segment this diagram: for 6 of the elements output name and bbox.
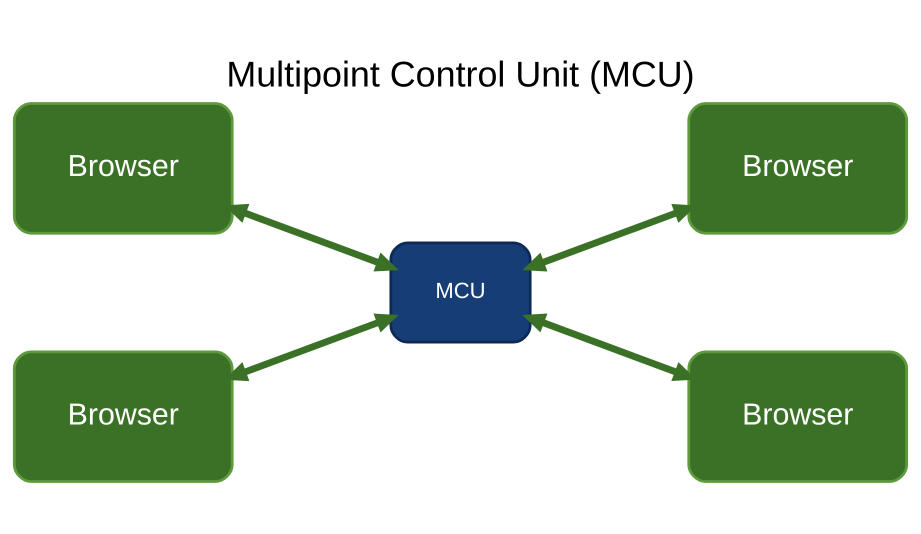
node-box: Browser <box>687 102 908 235</box>
node-box: Browser <box>12 102 234 235</box>
diagram-title: Multipoint Control Unit (MCU) <box>226 54 695 95</box>
node-box: Browser <box>12 350 234 483</box>
node-box: Browser <box>687 350 908 483</box>
node-box: MCU <box>389 241 532 344</box>
